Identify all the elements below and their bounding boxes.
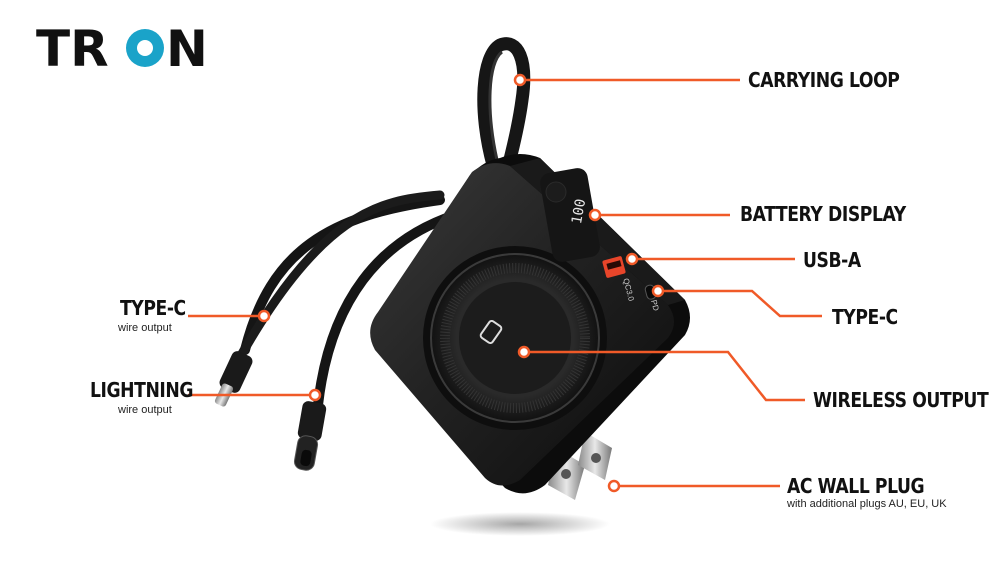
leader-wireless-output [524,350,805,402]
label-ac-wall-plug: AC WALL PLUG [787,474,925,498]
leader-type-c-port [658,289,822,318]
cable-lightning [313,210,460,410]
brand-text-tr: TR [36,22,109,74]
floor-shadow [430,512,610,536]
brand-logo: TR N [36,22,206,74]
brand-o-icon [126,29,164,67]
label-carrying-loop: CARRYING LOOP [748,68,900,92]
port-label-pd: PD [649,299,661,312]
note-ac-wall-plug: with additional plugs AU, EU, UK [787,498,947,510]
note-type-c-wire: wire output [118,322,172,334]
carrying-loop [477,37,531,175]
wireless-icon [479,319,503,345]
wireless-charging-pad [423,246,607,430]
label-type-c-port: TYPE-C [832,305,898,329]
usb-a-port [602,256,626,278]
lightning-connector [214,351,253,407]
leader-dots [257,73,665,493]
leader-lines [188,78,822,488]
label-type-c-wire: TYPE-C [120,296,186,320]
type-c-connector [293,401,327,471]
label-wireless-output: WIRELESS OUTPUT [813,388,989,412]
display-reading: 100 [569,198,589,226]
battery-display: 100 [540,168,600,262]
brand-text-n: N [166,22,206,74]
label-usb-a: USB-A [803,248,861,272]
label-battery-display: BATTERY DISPLAY [740,202,906,226]
note-lightning-wire: wire output [118,404,172,416]
label-lightning-wire: LIGHTNING [90,378,194,402]
